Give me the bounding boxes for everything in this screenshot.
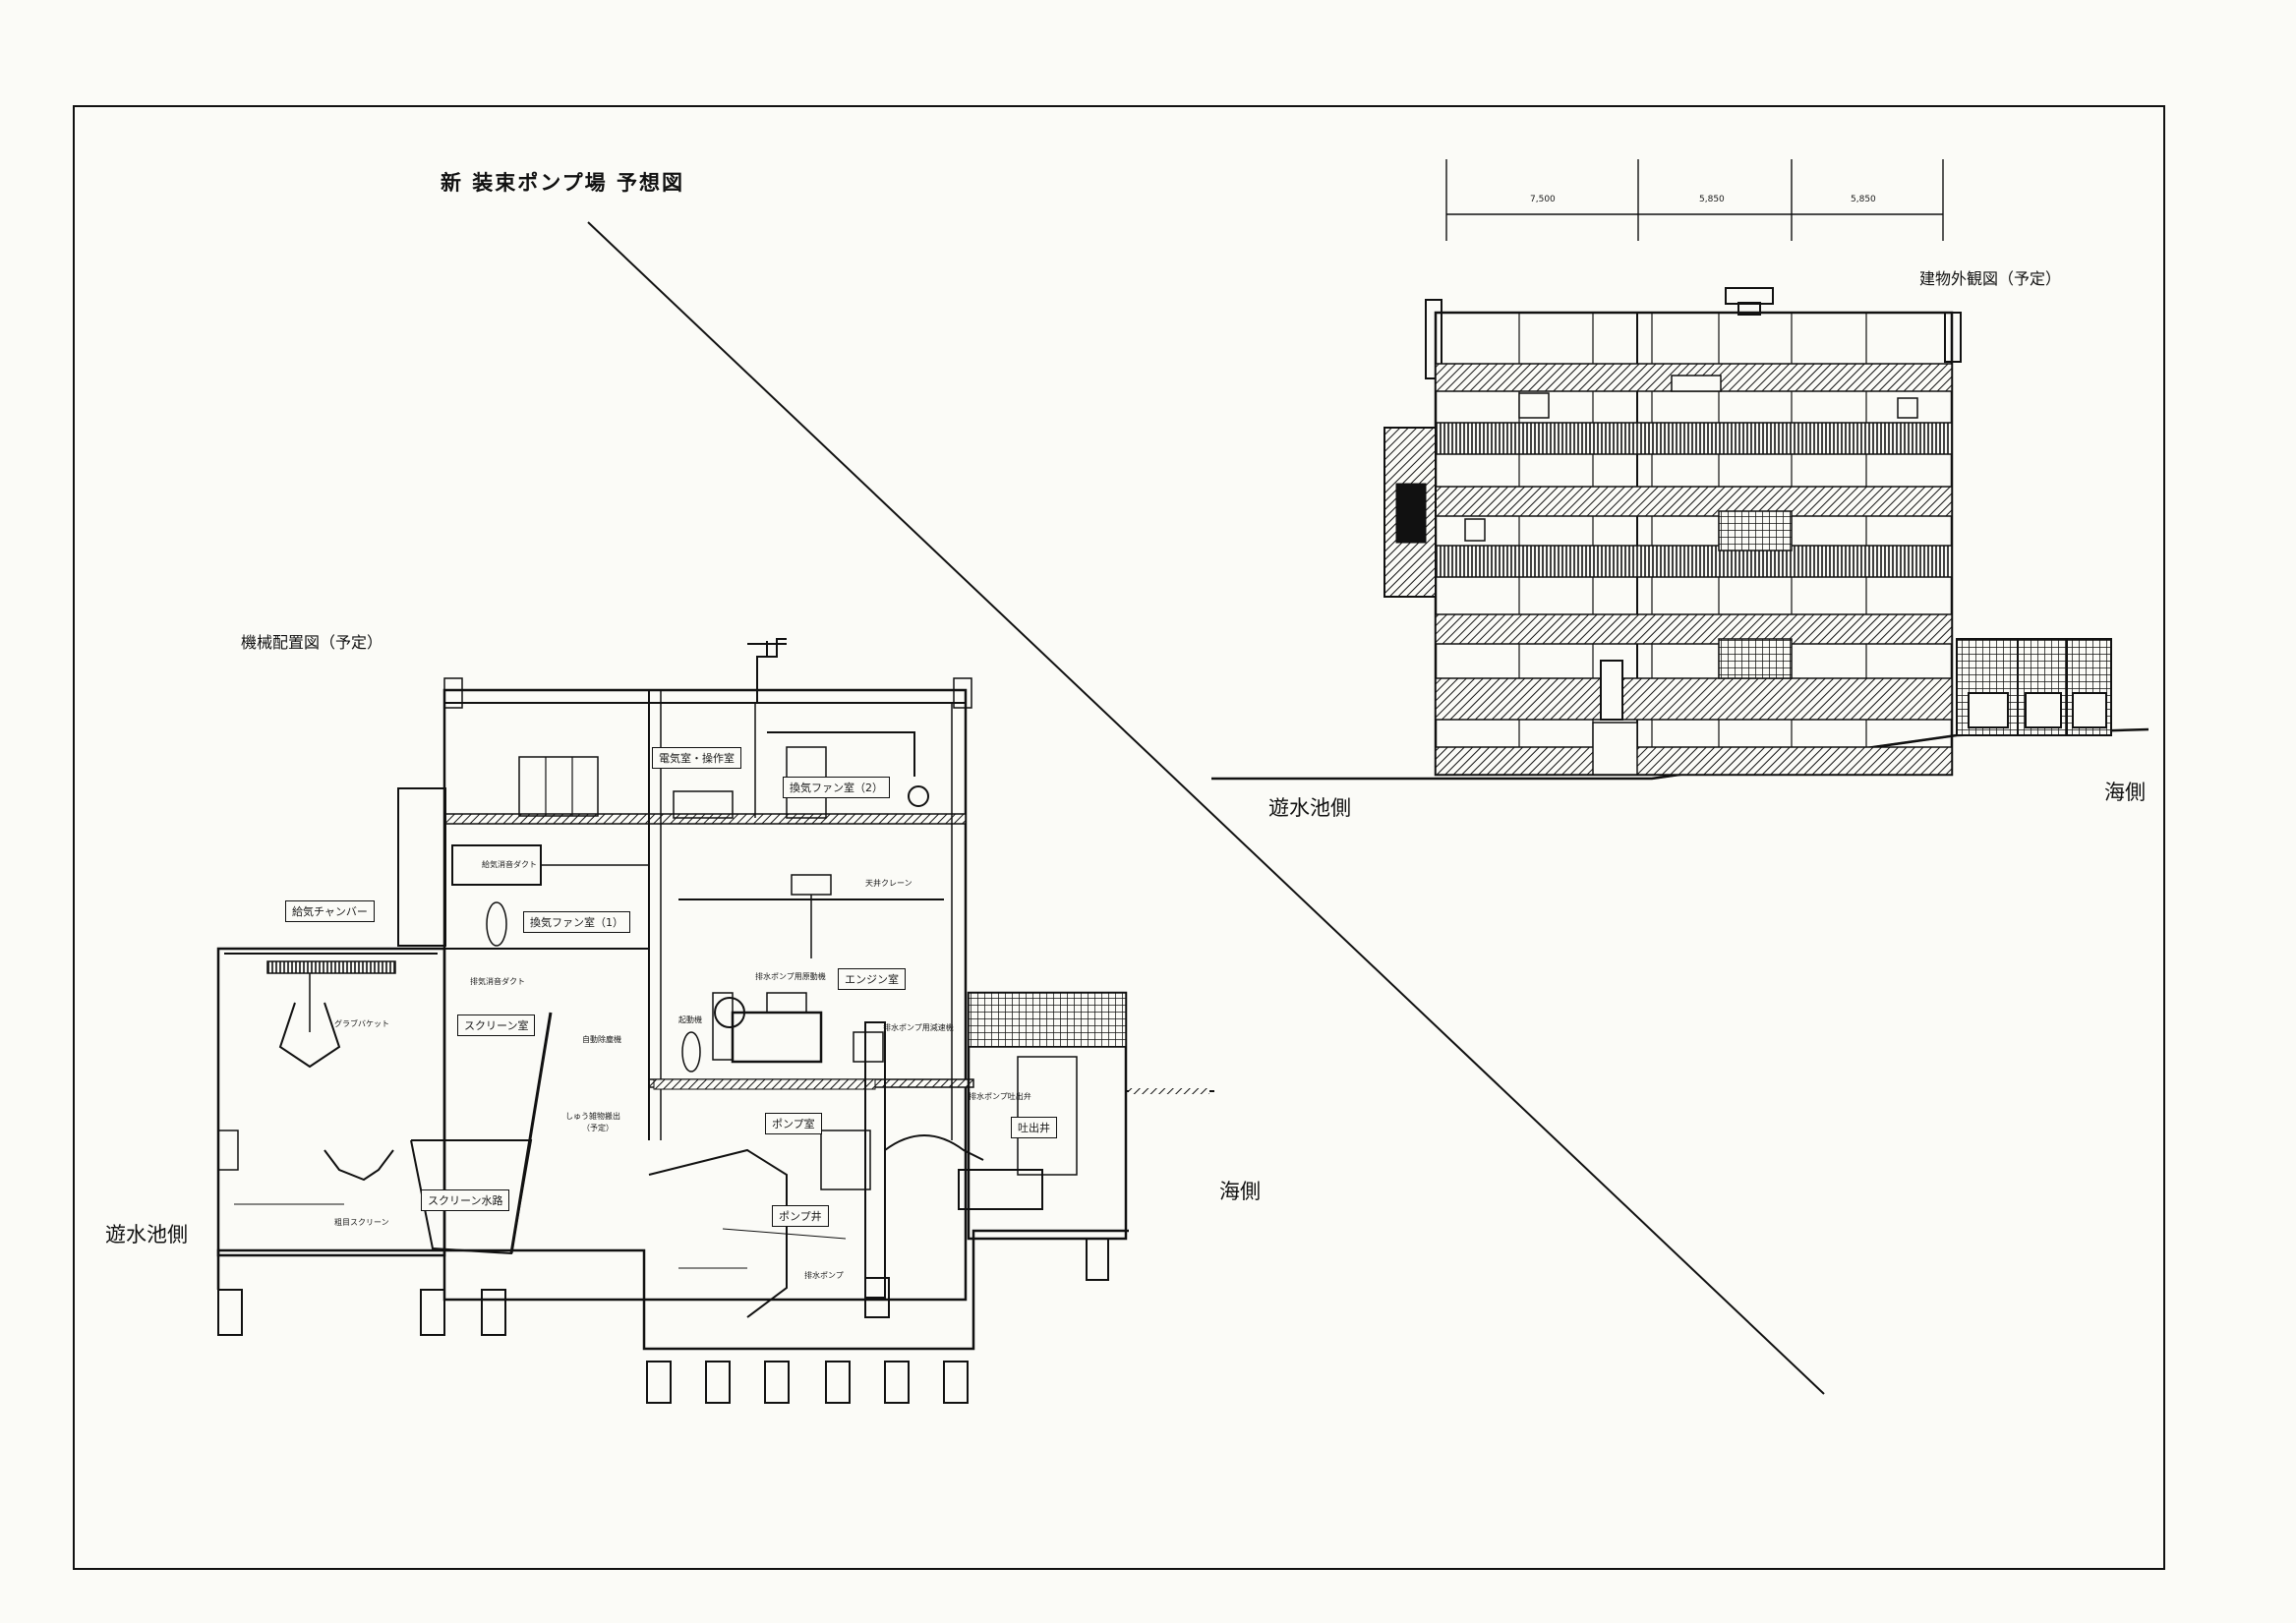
room-pump-well: ポンプ井 — [772, 1205, 829, 1227]
elevation-left-side-label: 遊水池側 — [1268, 796, 1351, 820]
machine-section — [216, 638, 1214, 1404]
building-elevation — [1211, 159, 2149, 781]
diagonal-separator — [587, 221, 1825, 1395]
label-starter: 起動機 — [678, 1015, 702, 1024]
label-drain-pump: 排水ポンプ — [804, 1271, 844, 1280]
label-pump-motor: 排水ポンプ用原動機 — [755, 972, 826, 981]
dimension-3: 5,850 — [1851, 195, 1876, 204]
annex-grid — [1956, 638, 2112, 736]
section-left-side-label: 遊水池側 — [105, 1223, 188, 1246]
label-intake-duct: 給気消音ダクト — [482, 860, 537, 869]
dimension-line — [1445, 159, 1944, 241]
sheet-border — [73, 105, 2165, 1570]
dimension-2: 5,850 — [1699, 195, 1725, 204]
room-screen-channel: スクリーン水路 — [421, 1189, 510, 1211]
label-reducer: 排水ポンプ用減速機 — [883, 1023, 954, 1032]
label-crane: 天井クレーン — [865, 879, 913, 888]
room-pump: ポンプ室 — [765, 1113, 822, 1134]
room-control: 電気室・操作室 — [652, 747, 741, 769]
label-discharge-valve: 排水ポンプ吐出弁 — [969, 1092, 1031, 1101]
room-supply-chamber: 給気チャンバー — [285, 900, 375, 922]
label-coarse-screen: 粗目スクリーン — [334, 1218, 389, 1227]
room-outlet-well: 吐出井 — [1011, 1117, 1057, 1138]
label-sluice: しゅう雑物搬出 — [565, 1112, 620, 1121]
dimension-1: 7,500 — [1530, 195, 1556, 204]
foundation — [216, 1229, 1129, 1351]
label-screen-machine: 自動除塵機 — [582, 1035, 621, 1044]
section-right-side-label: 海側 — [1219, 1180, 1261, 1203]
engine-unit — [731, 1011, 823, 1064]
label-sluice-note: （予定） — [582, 1124, 614, 1132]
room-screen: スクリーン室 — [457, 1014, 536, 1036]
label-exhaust-duct: 排気消音ダクト — [470, 977, 525, 986]
section-heading: 機械配置図（予定） — [241, 633, 383, 652]
label-grab-bucket: グラブバケット — [334, 1019, 389, 1028]
elevation-heading: 建物外観図（予定） — [1919, 269, 2062, 288]
room-fan-2: 換気ファン室（2） — [783, 777, 890, 798]
piles — [217, 1238, 1109, 1404]
elevation-right-side-label: 海側 — [2104, 781, 2146, 804]
room-fan-1: 換気ファン室（1） — [523, 911, 630, 933]
drawing-title: 新 装束ポンプ場 予想図 — [441, 171, 684, 195]
room-engine: エンジン室 — [838, 968, 906, 990]
